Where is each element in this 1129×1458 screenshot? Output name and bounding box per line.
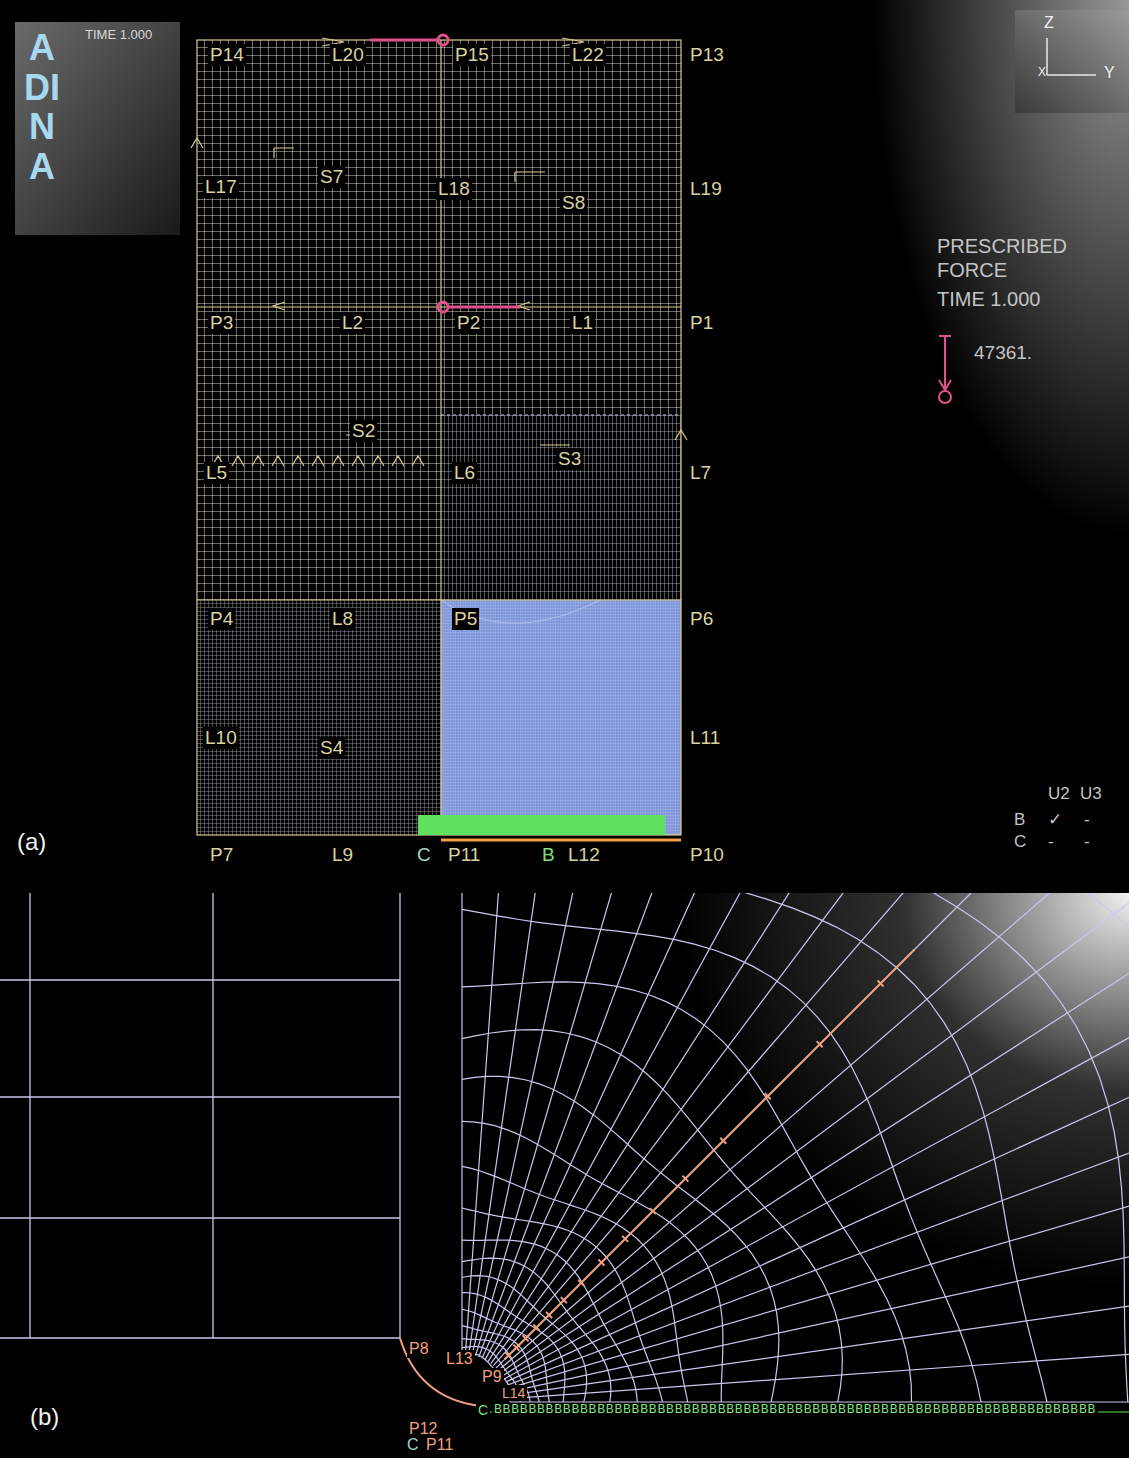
line-label: L17	[203, 176, 239, 198]
point-label: P2	[455, 312, 482, 334]
boundary-markers: BBBBBBBBBBBBBBBBBBBBBBBBBBBBBBBBBBBBBBBB…	[492, 1403, 1098, 1418]
surface-label: S2	[350, 420, 377, 442]
line-label: L8	[330, 608, 355, 630]
axis-label: Z	[1042, 14, 1056, 32]
surface-label: S8	[560, 192, 587, 214]
fixity-mark: -	[1046, 832, 1056, 852]
boundary-label: C	[405, 1436, 421, 1454]
panel-label: (b)	[28, 1403, 61, 1431]
point-label: P6	[688, 608, 715, 630]
panel-label: (a)	[15, 828, 48, 856]
fixity-mark: -	[1082, 832, 1092, 852]
fixity-mark: -	[1082, 810, 1092, 830]
boundary-label: B	[1012, 810, 1027, 830]
line-label: L7	[688, 462, 713, 484]
line-label: L5	[204, 462, 229, 484]
line-label: L18	[436, 178, 472, 200]
point-label: P1	[688, 312, 715, 334]
point-label: P14	[208, 44, 246, 66]
line-label: L11	[688, 727, 722, 749]
point-label: P4	[208, 608, 235, 630]
point-label: P11	[446, 844, 482, 866]
boundary-label: B	[540, 844, 557, 866]
line-label: L14	[500, 1385, 527, 1401]
boundary-label: C	[415, 844, 433, 866]
time-label: TIME 1.000	[83, 28, 154, 43]
surface-label: S7	[318, 166, 345, 188]
line-label: L2	[340, 312, 365, 334]
point-label: P13	[688, 44, 726, 66]
point-label: P8	[407, 1340, 431, 1358]
point-label: P11	[424, 1436, 455, 1454]
boundary-label: C	[476, 1402, 490, 1418]
boundary-label: C	[1012, 832, 1028, 852]
point-label: P3	[208, 312, 235, 334]
surface-label: S4	[318, 737, 345, 759]
line-label: L9	[330, 844, 355, 866]
logo-text: ADINA	[22, 28, 62, 186]
load-title: PRESCRIBED FORCE	[935, 234, 1089, 282]
line-label: L10	[203, 727, 239, 749]
point-label: P7	[208, 844, 235, 866]
fixity-mark: ✓	[1046, 810, 1064, 830]
dof-label: U3	[1078, 784, 1104, 804]
dof-label: U2	[1046, 784, 1072, 804]
line-label: L20	[330, 44, 366, 66]
line-label: L19	[688, 178, 724, 200]
load-value: 47361.	[972, 342, 1034, 364]
point-label: P10	[688, 844, 726, 866]
line-label: L1	[570, 312, 595, 334]
point-label: P15	[453, 44, 491, 66]
axis-label: Y	[1102, 64, 1117, 82]
line-label: L6	[452, 462, 477, 484]
line-label: L22	[570, 44, 606, 66]
point-label: P5	[452, 608, 479, 630]
line-label: L12	[566, 844, 602, 866]
time-label: TIME 1.000	[935, 288, 1042, 311]
point-label: P9	[480, 1368, 504, 1386]
surface-label: S3	[556, 448, 583, 470]
axis-label: X	[1036, 66, 1048, 80]
line-label: L13	[444, 1350, 475, 1368]
